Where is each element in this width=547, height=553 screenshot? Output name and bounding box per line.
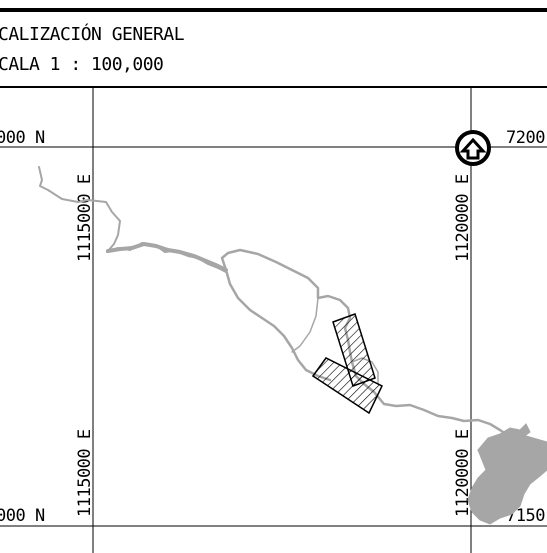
north-label-top-left: 000 N — [0, 128, 45, 148]
river-network — [38, 166, 508, 436]
river-loop — [220, 248, 358, 378]
east-label-right-top: 1120000 E — [453, 174, 473, 262]
river-main-wide — [106, 242, 228, 272]
reservoir-area — [467, 423, 547, 525]
east-label-right-bottom: 1120000 E — [453, 429, 473, 517]
east-label-left-bottom: 1115000 E — [75, 429, 95, 517]
north-label-top-right: 7200 — [506, 128, 545, 148]
north-label-bottom-left: 000 N — [0, 506, 45, 526]
title-line-2: CALA 1 : 100,000 — [0, 54, 163, 75]
title-line-1: CALIZACIÓN GENERAL — [0, 23, 185, 45]
river-inner-branch — [291, 297, 319, 353]
hatched-polygon-north — [332, 313, 376, 387]
reservoir-arm — [477, 423, 531, 453]
hatched-polygon-south — [311, 357, 383, 415]
north-arrow-icon — [455, 130, 491, 166]
river-loop-west — [224, 268, 332, 382]
east-label-left-top: 1115000 E — [75, 174, 95, 262]
north-label-bottom-right: 7150 — [506, 506, 545, 526]
